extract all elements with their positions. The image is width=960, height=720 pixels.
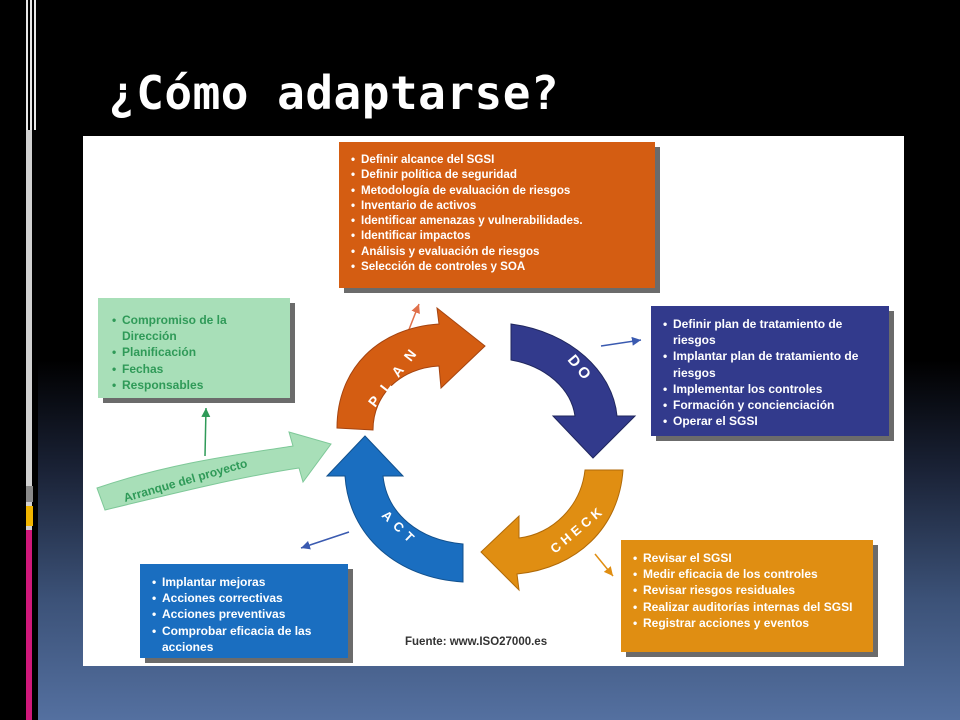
do-item: Implantar plan de tratamiento de riesgos (663, 348, 883, 380)
do-arrow (510, 323, 637, 459)
pdca-cycle-graphic: PLAN DO CHECK ACT Arranque del proyecto (96, 303, 642, 592)
start-box: Compromiso de la Dirección Planificación… (98, 298, 290, 398)
start-arrow (96, 431, 332, 511)
slide-title: ¿Cómo adaptarse? (108, 66, 560, 120)
check-item: Revisar riesgos residuales (633, 582, 867, 598)
act-item: Comprobar eficacia de las acciones (152, 623, 342, 655)
start-item: Compromiso de la Dirección (112, 312, 284, 344)
plan-item: Definir política de seguridad (351, 167, 655, 183)
start-item: Responsables (112, 377, 284, 393)
deco-square-grey (25, 486, 33, 502)
plan-item: Inventario de activos (351, 198, 655, 214)
do-item: Implementar los controles (663, 381, 883, 397)
pdca-diagram: PLAN DO CHECK ACT Arranque del proyecto … (83, 136, 904, 666)
plan-item: Identificar impactos (351, 228, 655, 244)
deco-square-yellow (25, 506, 33, 526)
act-item: Acciones correctivas (152, 590, 342, 606)
deco-bar-white-top (26, 0, 32, 720)
act-box: Implantar mejoras Acciones correctivas A… (140, 564, 348, 658)
deco-bar-white-edge (33, 0, 38, 720)
plan-item: Identificar amenazas y vulnerabilidades. (351, 213, 655, 229)
do-item: Operar el SGSI (663, 413, 883, 429)
connector-act (300, 531, 350, 550)
check-box: Revisar el SGSI Medir eficacia de los co… (621, 540, 873, 652)
connector-start (201, 407, 211, 457)
do-item: Definir plan de tratamiento de riesgos (663, 316, 883, 348)
plan-arrow (336, 306, 486, 431)
deco-lines-top (26, 0, 38, 130)
check-arrow (480, 469, 624, 592)
connector-check (594, 553, 614, 577)
act-item: Implantar mejoras (152, 574, 342, 590)
start-item: Fechas (112, 361, 284, 377)
plan-item: Definir alcance del SGSI (351, 152, 655, 168)
connector-plan (407, 303, 420, 333)
deco-bar-magenta (26, 530, 32, 720)
connector-do (600, 336, 642, 347)
plan-box: Definir alcance del SGSI Definir polític… (339, 142, 655, 288)
start-item: Planificación (112, 344, 284, 360)
deco-black-left (0, 0, 26, 720)
plan-item: Análisis y evaluación de riesgos (351, 244, 655, 260)
do-box: Definir plan de tratamiento de riesgos I… (651, 306, 889, 436)
source-caption: Fuente: www.ISO27000.es (405, 636, 548, 648)
check-item: Revisar el SGSI (633, 550, 867, 566)
check-item: Realizar auditorías internas del SGSI (633, 599, 867, 615)
act-item: Acciones preventivas (152, 606, 342, 622)
plan-item: Metodología de evaluación de riesgos (351, 183, 655, 199)
check-item: Registrar acciones y eventos (633, 615, 867, 631)
do-item: Formación y concienciación (663, 397, 883, 413)
act-arrow (325, 435, 464, 583)
plan-item: Selección de controles y SOA (351, 259, 655, 275)
check-item: Medir eficacia de los controles (633, 566, 867, 582)
